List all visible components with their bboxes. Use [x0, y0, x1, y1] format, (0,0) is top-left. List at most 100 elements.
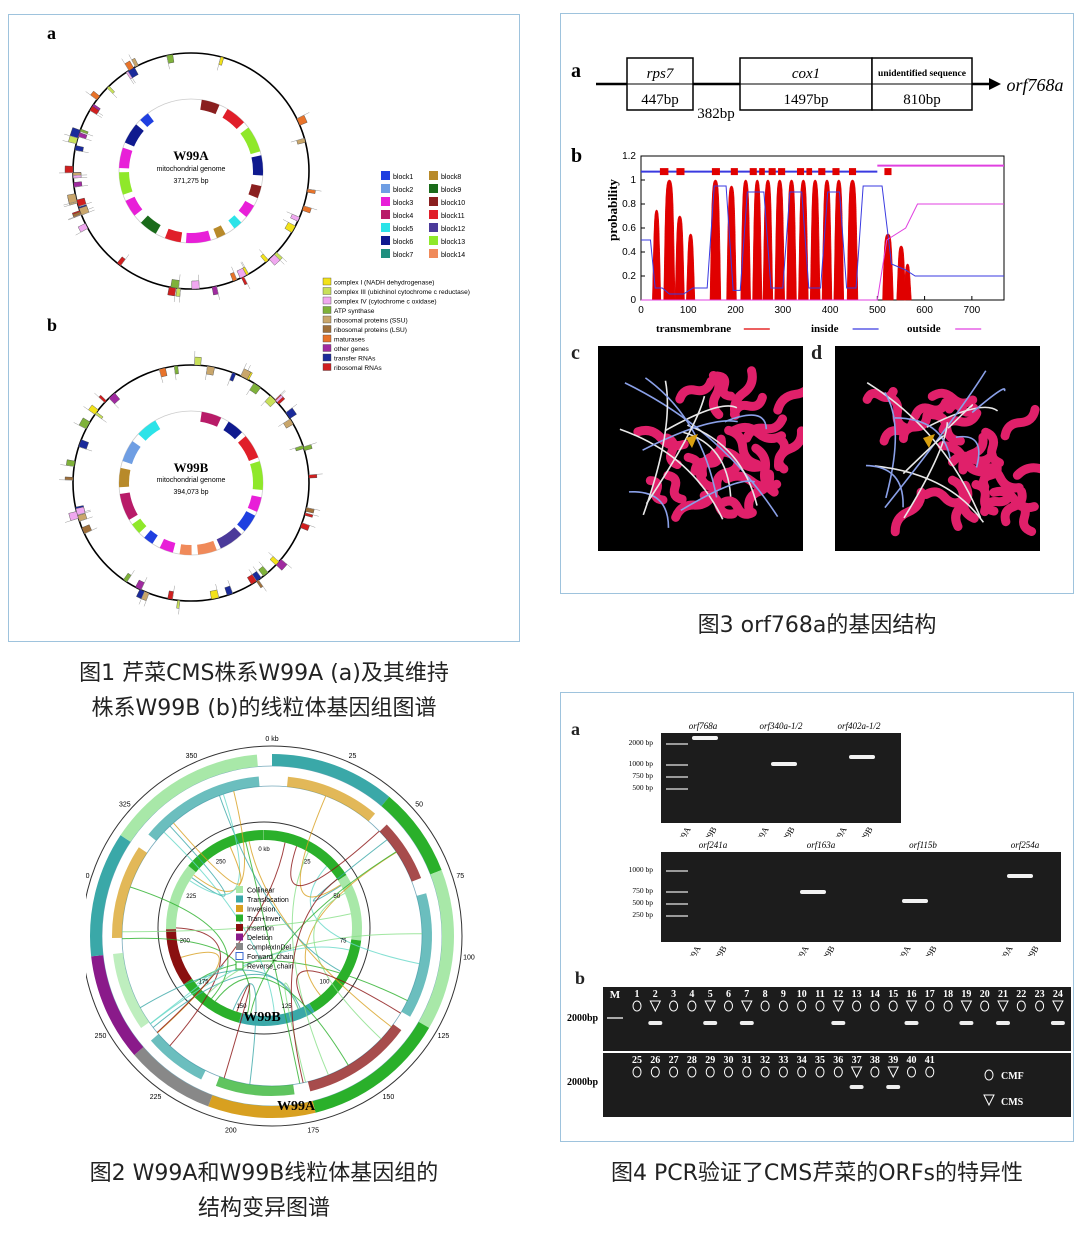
fig1-caption-line1: 图1 芹菜CMS株系W99A (a)及其维持 — [79, 661, 449, 686]
spacer-length: 382bp — [697, 106, 735, 122]
gene-legend-swatch — [322, 344, 332, 352]
y-tick-label: 1 — [630, 175, 636, 186]
transmembrane-peak — [821, 179, 833, 301]
gene-cox1-name: cox1 — [792, 66, 820, 82]
inner-tick-label: 150 — [236, 1004, 247, 1010]
gene-structure-diagram: a rps7 447bp 382bp cox1 1497bp unidentif… — [571, 57, 1064, 122]
topology-tm-segment — [806, 168, 813, 176]
inner-tick-label: 200 — [180, 938, 191, 944]
gene-tick — [73, 422, 87, 430]
sample-number: 39 — [888, 1055, 898, 1066]
fig2-legend-label: Inversion — [247, 907, 276, 914]
topology-tm-segment — [818, 168, 826, 176]
gene-tick — [215, 583, 220, 598]
outer-chain-segment — [148, 776, 260, 841]
outer-tick-label: 250 — [95, 1033, 107, 1040]
fig2-legend-label: Reverse_chain — [247, 964, 294, 971]
alpha-helix — [910, 397, 951, 421]
gene-feature — [64, 165, 74, 174]
block-legend-swatch — [381, 171, 390, 180]
inner-tick-label: 25 — [304, 860, 311, 866]
gene-tick — [75, 228, 88, 236]
ladder-band — [666, 764, 688, 766]
alpha-helix — [883, 392, 912, 433]
sample-band — [849, 1085, 864, 1089]
cmf-marker — [650, 1066, 660, 1078]
sv-link — [206, 933, 422, 996]
synteny-block — [248, 184, 262, 199]
block-legend-swatch — [381, 223, 390, 232]
alpha-helix — [699, 490, 738, 519]
circos-inner-ring — [157, 821, 371, 1035]
cmf-marker — [632, 1000, 642, 1012]
sv-link — [290, 878, 338, 1083]
block-legend-label: block7 — [393, 252, 413, 259]
alpha-helix — [927, 388, 978, 408]
gene-tick — [108, 398, 119, 409]
sample-band — [703, 1021, 718, 1025]
block-legend-label: block14 — [441, 252, 465, 259]
topology-tm-segment — [759, 168, 765, 176]
block-legend-swatch — [429, 171, 438, 180]
gene-tick — [252, 566, 262, 578]
transmembrane-peak — [903, 263, 912, 301]
sv-link — [122, 937, 251, 1015]
fig2-legend-swatch — [236, 905, 243, 912]
genome-outer-circle — [72, 364, 310, 602]
sample-number: 17 — [925, 989, 935, 1000]
sv-link — [189, 793, 241, 896]
outer-tick-label: 0 kb — [265, 736, 278, 743]
gene-legend-label: complex I (NADH dehydrogenase) — [334, 280, 434, 287]
block-legend-label: block3 — [393, 200, 413, 207]
sample-number: 22 — [1016, 989, 1026, 1000]
synteny-block — [250, 461, 263, 491]
coil-loop — [628, 491, 670, 528]
circos-outer-ring — [81, 745, 463, 1127]
gene-feature — [158, 367, 168, 378]
ladder-label: 500 bp — [632, 783, 653, 792]
chart-ylabel: probability — [605, 179, 620, 241]
block-legend: block1block2block3block4block5block6bloc… — [381, 171, 465, 259]
outer-tick-label: 150 — [383, 1094, 395, 1101]
coil-loop — [866, 381, 982, 519]
sv-link — [218, 795, 341, 972]
block-legend-swatch — [429, 236, 438, 245]
gene-tick — [178, 274, 181, 289]
synteny-block — [179, 544, 192, 556]
transmembrane-peak — [798, 179, 809, 301]
fig3-caption-text: 图3 orf768a的基因结构 — [697, 613, 937, 638]
gene-tick — [140, 577, 148, 591]
gene-feature — [78, 417, 91, 430]
alpha-helix — [898, 410, 932, 444]
gene-tick — [259, 249, 269, 261]
synteny-block — [238, 200, 255, 218]
transmembrane-peak — [752, 179, 763, 301]
gene-tick — [303, 205, 318, 211]
gene-tick — [79, 131, 94, 137]
fig2-legend-label: ComplexInDel — [247, 945, 291, 952]
fig4-label-b: b — [575, 968, 586, 988]
inner-variation-segment — [338, 875, 363, 941]
gene-feature — [69, 127, 81, 139]
chart-legend-label: outside — [907, 323, 941, 335]
gene-tick — [62, 140, 77, 144]
gene-tick — [303, 442, 317, 448]
alpha-helix — [730, 366, 757, 420]
synteny-block — [223, 421, 243, 440]
topology-tm-segment — [730, 168, 738, 176]
gene-feature — [108, 392, 121, 405]
synteny-block — [200, 99, 220, 115]
ladder-band — [666, 915, 688, 917]
gene-tick — [78, 202, 92, 207]
gene-feature — [167, 590, 174, 600]
synteny-block — [164, 228, 183, 243]
fig2-legend-swatch — [235, 952, 244, 960]
gene-tick — [73, 174, 88, 176]
outer-variation-segment — [312, 1021, 430, 1113]
gene-legend-label: ATP synthase — [334, 308, 375, 315]
transmembrane-peak — [740, 179, 751, 301]
gene-feature — [78, 439, 89, 450]
block-legend-swatch — [381, 197, 390, 206]
